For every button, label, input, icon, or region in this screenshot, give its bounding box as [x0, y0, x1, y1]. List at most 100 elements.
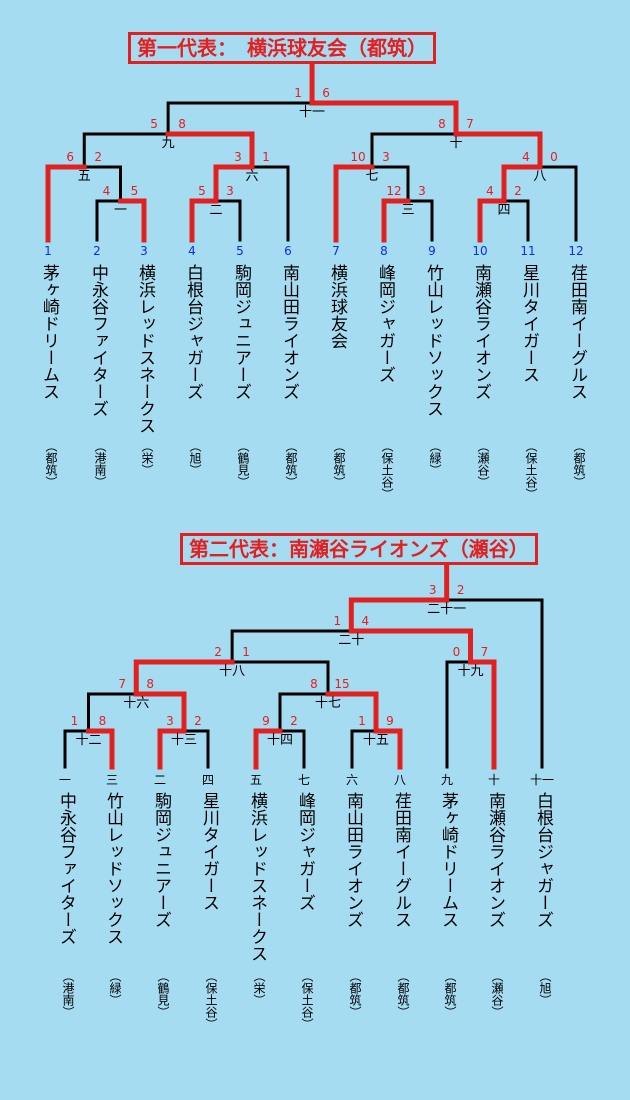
- bracket1-team-area: （港南）: [93, 440, 107, 488]
- bracket1-match-label: 七: [365, 169, 379, 184]
- bracket1-match-9-right-line: [453, 131, 543, 170]
- bracket2-score-left: 7: [118, 677, 127, 691]
- bracket1-match-7-left-line: [501, 164, 543, 204]
- bracket2-score-left: 3: [428, 583, 437, 597]
- bracket2-match-2-right-line: [278, 729, 306, 769]
- bracket1-match-2-left-line: [381, 198, 411, 243]
- bracket2-team-area: （鶴見）: [156, 970, 170, 1018]
- bracket2-score-right: 15: [334, 677, 350, 691]
- bracket2-match-label: 二十一: [427, 602, 467, 617]
- bracket1-match-label: 一: [113, 203, 127, 218]
- bracket1-team-number: 2: [93, 244, 101, 258]
- bracket1-team-number: 3: [140, 244, 148, 258]
- bracket2-match-4-left-line: [87, 692, 138, 733]
- bracket1-match-6-left-line: [333, 164, 375, 243]
- bracket2-score-right: 9: [386, 714, 394, 728]
- bracket2-team-area: （保土谷）: [300, 970, 314, 1030]
- bracket2-score-left: 8: [310, 677, 318, 691]
- bracket2-team-name: 南山田ライオンズ: [343, 792, 363, 928]
- bracket2-team-number: 六: [345, 773, 358, 787]
- bracket2-team-area: （栄）: [252, 970, 266, 1006]
- bracket2-team-area: （保土谷）: [204, 970, 218, 1030]
- bracket2-team-name: 南瀬谷ライオンズ: [485, 792, 505, 928]
- bracket1-match-label: 十一: [299, 105, 326, 120]
- bracket2-team-name: 横浜レッドスネークス: [247, 792, 267, 962]
- bracket1-team-number: 12: [568, 244, 584, 258]
- bracket1-match-label: 八: [533, 169, 547, 184]
- bracket2-match-5-right-line: [325, 691, 379, 734]
- bracket2-team-area: （瀬谷）: [490, 970, 504, 1018]
- bracket1-team-area: （旭）: [188, 440, 202, 476]
- bracket2-score-right: 8: [98, 714, 107, 728]
- bracket2-team-number: 二: [153, 773, 166, 787]
- bracket1-team-name: 南山田ライオンズ: [279, 264, 299, 400]
- bracket1-score-left: 6: [66, 150, 75, 164]
- bracket1-score-right: 3: [382, 150, 390, 164]
- bracket2-match-label: 十三: [170, 733, 197, 748]
- bracket2-team-area: （都筑）: [348, 970, 362, 1018]
- bracket1-team-number: 7: [332, 244, 340, 258]
- bracket1-score-right: 3: [226, 184, 234, 198]
- bracket2-team-number: 一: [58, 773, 71, 787]
- bracket1-team-number: 10: [472, 244, 488, 258]
- bracket1-match-label: 四: [497, 203, 511, 218]
- bracket1-team-name: 駒岡ジュニアーズ: [231, 264, 251, 400]
- bracket1-score-right: 2: [94, 150, 103, 164]
- bracket1-team-area: （都筑）: [332, 440, 346, 488]
- bracket1-match-label: 九: [161, 136, 175, 151]
- bracket1-match-10-left-line: [166, 101, 314, 136]
- bracket1-team-area: （緑）: [428, 440, 442, 476]
- bracket1-team-area: （都筑）: [44, 440, 58, 488]
- bracket1-score-right: 6: [322, 86, 330, 100]
- bracket1-team-number: 5: [236, 244, 244, 258]
- bracket2-match-2-left-line: [253, 728, 283, 770]
- bracket1-match-6-right-line: [370, 165, 410, 203]
- bracket2-team-name: 茅ヶ崎ドリームス: [438, 792, 458, 928]
- bracket2-score-left: 1: [358, 714, 366, 728]
- bracket2-score-right: 2: [456, 583, 465, 597]
- bracket2-match-3-right-line: [373, 728, 403, 770]
- bracket1-team-number: 4: [188, 244, 196, 258]
- bracket1-match-label: 二: [209, 203, 223, 218]
- bracket1-score-left: 1: [294, 86, 302, 100]
- bracket2-match-8-left-line: [230, 629, 353, 664]
- bracket1-team-area: （鶴見）: [236, 440, 250, 488]
- bracket2-match-7-left-line: [445, 660, 472, 769]
- bracket1-score-left: 12: [386, 184, 402, 198]
- bracket2-match-0-left-line: [63, 729, 90, 769]
- bracket2-team-name: 中永谷ファイターズ: [56, 792, 76, 945]
- bracket2-score-right: 2: [194, 714, 202, 728]
- bracket1-team-number: 11: [520, 244, 536, 258]
- bracket1-score-left: 4: [102, 184, 111, 198]
- bracket2-team-name: 荏田南イーグルス: [391, 792, 411, 928]
- bracket1-match-label: 五: [77, 169, 91, 184]
- bracket2-match-7-right-line: [468, 659, 497, 770]
- bracket2-match-label: 二十: [338, 633, 365, 648]
- bracket1-team-number: 8: [380, 244, 388, 258]
- bracket1-team-name: 中永谷ファイターズ: [88, 264, 108, 417]
- bracket1-match-9-left-line: [370, 132, 458, 169]
- bracket2-team-area: （都筑）: [396, 970, 410, 1018]
- bracket2-match-label: 十二: [75, 733, 102, 748]
- bracket1-score-right: 7: [466, 117, 474, 131]
- bracket1-team-name: 峰岡ジャガーズ: [375, 264, 395, 383]
- bracket2-team-name: 星川タイガース: [199, 792, 219, 911]
- bracket2-match-9-left-line: [348, 597, 450, 634]
- bracket1-match-3-right-line: [502, 199, 530, 242]
- bracket2-score-left: 3: [166, 714, 174, 728]
- bracket1-score-left: 3: [234, 150, 242, 164]
- bracket2-title: 第二代表：南瀬谷ライオンズ（瀬谷）: [180, 533, 538, 565]
- bracket2-team-number: 三: [105, 773, 118, 787]
- bracket1-score-left: 8: [438, 117, 446, 131]
- bracket1-team-name: 南瀬谷ライオンズ: [471, 264, 491, 400]
- bracket2-team-number: 八: [393, 773, 406, 787]
- bracket1-team-name: 竹山レッドソックス: [423, 264, 443, 417]
- bracket1-match-0-right-line: [118, 198, 147, 243]
- bracket1-score-left: 5: [150, 117, 158, 131]
- bracket2-team-number: 九: [440, 773, 453, 787]
- bracket1-score-right: 5: [130, 184, 139, 198]
- bracket2-score-left: 9: [262, 714, 270, 728]
- bracket1-match-label: 三: [401, 203, 415, 218]
- bracket2-score-right: 4: [361, 614, 370, 628]
